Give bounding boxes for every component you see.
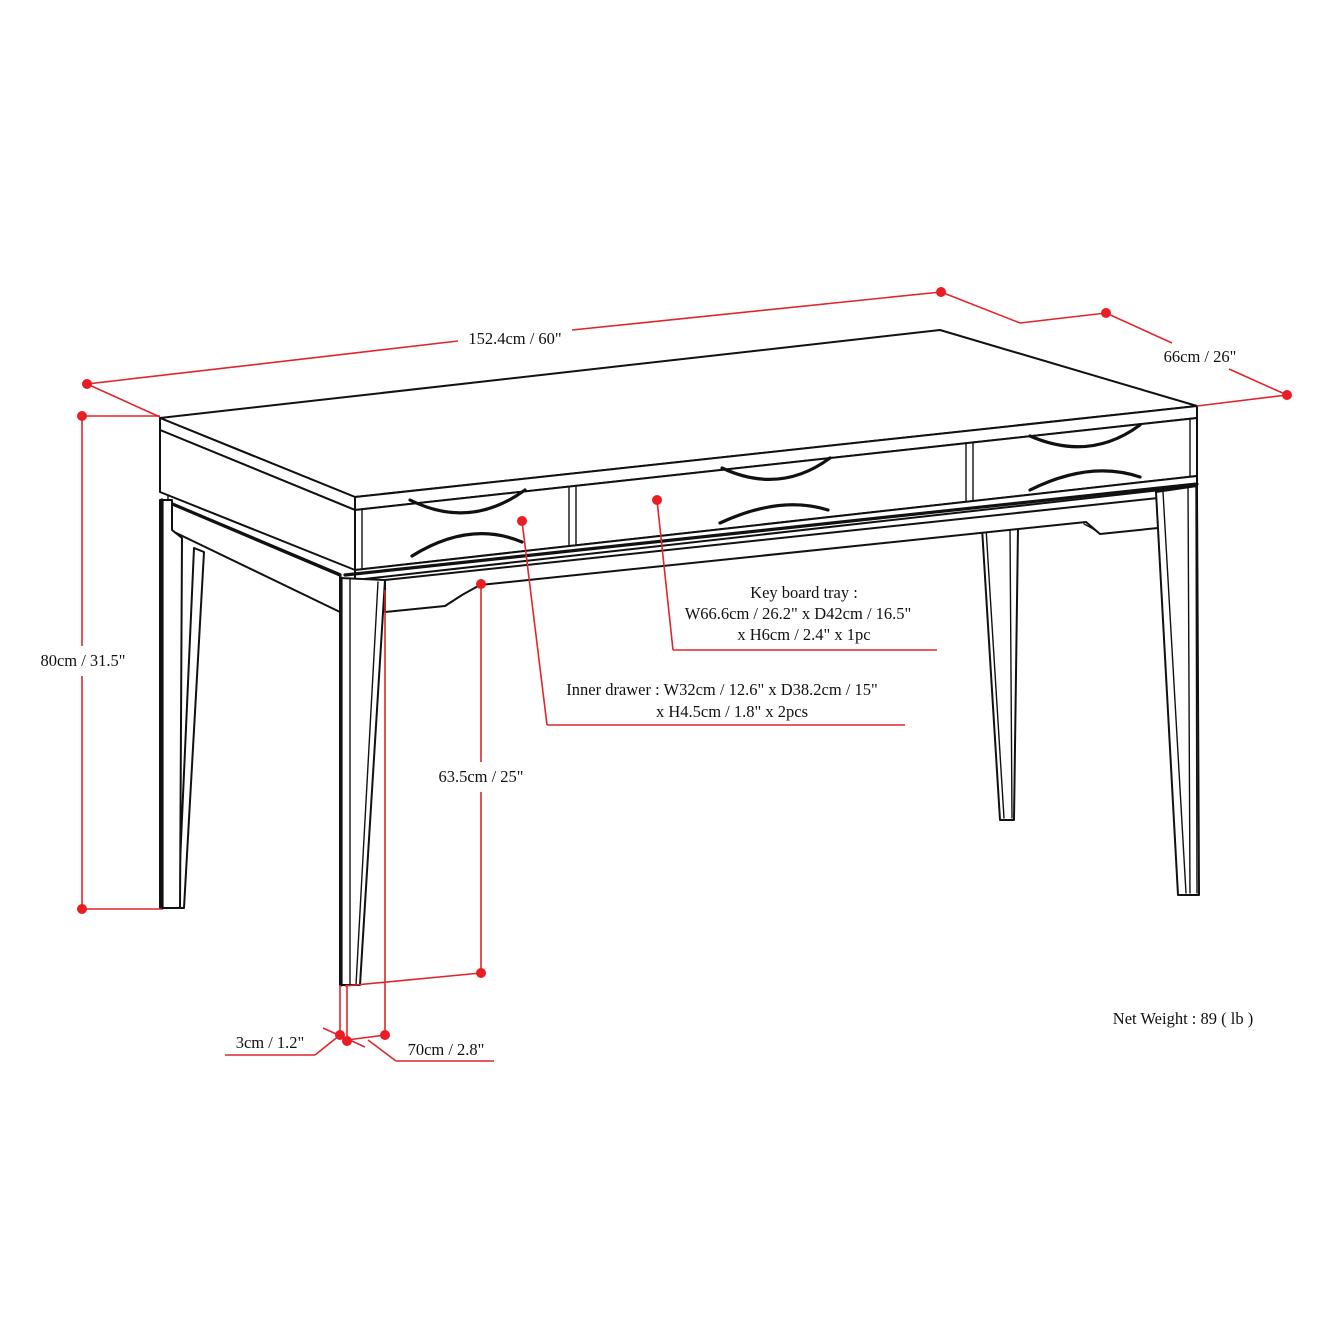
height-dimension: 80cm / 31.5" [40,411,162,914]
drawer-divider-1 [568,485,577,547]
back-left-leg [177,547,205,909]
right-drawer-top-pull [1028,423,1142,449]
back-right-leg [981,527,1019,821]
left-drawer-top-pull [408,488,527,515]
knee-clearance-dimension: 63.5cm / 25" [344,579,524,987]
height-label: 80cm / 31.5" [40,651,125,670]
inner-drawer-height-line: x H4.5cm / 1.8" x 2pcs [656,702,808,721]
left-drawer-bottom-pull [410,532,524,558]
right-drawer-bottom-pull [1028,469,1142,492]
drawer-divider-2 [965,441,974,503]
width-label: 152.4cm / 60" [468,329,561,348]
inner-drawer-callout: Inner drawer : W32cm / 12.6" x D38.2cm /… [517,516,905,726]
drawer-fronts [343,417,1199,581]
depth-label: 66cm / 26" [1164,347,1237,366]
front-left-leg [339,576,386,987]
leg-dimensions: 3cm / 1.2" 70cm / 2.8" [225,590,494,1062]
keyboard-tray-height-line: x H6cm / 2.4" x 1pc [737,625,870,644]
leg-thickness-label: 3cm / 1.2" [236,1033,305,1052]
front-right-leg [1155,485,1200,896]
leg-depth-label: 70cm / 2.8" [408,1040,485,1059]
keyboard-tray-size-line: W66.6cm / 26.2" x D42cm / 16.5" [685,604,912,623]
dimension-lines: 152.4cm / 60" 66cm / 26" 80cm / 31.5" [40,287,1292,1062]
inner-drawer-size-line: Inner drawer : W32cm / 12.6" x D38.2cm /… [566,680,877,699]
depth-dimension: 66cm / 26" [1019,308,1292,407]
middle-drawer-bottom-pull [718,503,830,525]
net-weight-label: Net Weight : 89 ( lb ) [1113,1009,1253,1028]
knee-clearance-label: 63.5cm / 25" [438,767,523,786]
middle-drawer-top-pull [720,456,832,481]
width-dimension: 152.4cm / 60" [82,287,1021,418]
keyboard-tray-callout: Key board tray : W66.6cm / 26.2" x D42cm… [652,495,937,651]
drawer-pulls [408,423,1142,558]
keyboard-tray-title: Key board tray : [750,583,858,602]
desk-drawing [159,329,1200,987]
front-left-corner-leg [159,498,183,910]
